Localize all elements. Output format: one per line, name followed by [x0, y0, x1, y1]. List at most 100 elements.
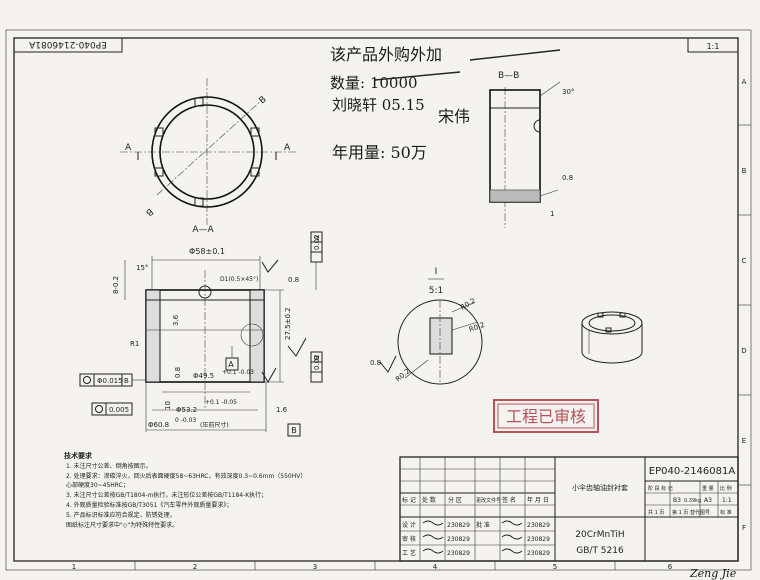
- sheet-info: 替代图号: [690, 509, 710, 516]
- handwritten-line-4: 宋伟: [438, 107, 470, 126]
- note-item: 1. 未注尺寸公差、倒角按图示。: [66, 462, 152, 470]
- isometric-view: [581, 311, 643, 364]
- bb-view: [489, 81, 561, 228]
- drawing-number: EP040-2146081A: [649, 466, 736, 477]
- tb-col-header: 处 数: [422, 496, 436, 504]
- bottom-signature: Zeng Jie: [689, 567, 737, 580]
- stage-header: 重 量: [702, 485, 714, 492]
- dim-ra08-top: 0.8: [288, 276, 299, 284]
- bb-dim-30: 30°: [562, 88, 574, 96]
- dim-d60: Φ60.8: [148, 421, 169, 429]
- technical-notes: 技术要求 1. 未注尺寸公差、倒角按图示。 2. 处理要求：渗碳淬火，回火后表面…: [64, 451, 306, 529]
- note-item: 2. 处理要求：渗碳淬火，回火后表面硬度58~63HRC，有效深度0.3~0.6…: [66, 472, 306, 480]
- tb-row-label: 批 准: [476, 521, 490, 529]
- fcf2-value: 0.005: [109, 406, 129, 414]
- section-label: A—A: [192, 225, 214, 235]
- stage-header: 阶 段 标 记: [648, 485, 673, 492]
- dim-ra08-left: 0.8: [174, 367, 182, 378]
- note-item: 5. 产品标识标准应符合规定，防锈处理，: [66, 511, 176, 519]
- tb-col-header: 标 记: [402, 496, 416, 504]
- tb-col-header: 分 区: [448, 496, 462, 504]
- stage-value: A3: [704, 497, 712, 504]
- fcf1-ref: B: [124, 377, 129, 385]
- tb-col-header: 年 月 日: [527, 496, 549, 504]
- approval-stamp: [493, 399, 599, 433]
- stage-value: 1:1: [722, 497, 732, 504]
- dim-h27: 27.5±0.2: [284, 307, 292, 340]
- dim-d53-tol: +0.1 -0.05: [205, 399, 237, 406]
- zone-label: 1: [72, 563, 76, 571]
- fcf-mid-ref: B: [313, 355, 321, 360]
- zone-label-right: E: [742, 437, 746, 445]
- outer-frame: [5, 29, 752, 571]
- signature-scribble: [501, 534, 523, 540]
- zone-label-right: C: [742, 257, 747, 265]
- sheet-info: 共 1 页: [648, 509, 664, 516]
- dim-r1: R1: [130, 340, 139, 348]
- dim-d1: D1(0.5×45°): [220, 276, 258, 283]
- sheet-info: 标 准: [720, 509, 732, 516]
- drawing-number-top: EP040-2146081A: [28, 39, 107, 49]
- fcf-top: [310, 231, 323, 290]
- zone-label-right: B: [742, 167, 747, 175]
- note-item: 图纸标注尺寸要求中"◇"为特殊特性要求。: [66, 521, 178, 529]
- detail-scale: 5:1: [429, 286, 443, 296]
- handwritten-line-5: 年用量: 50万: [332, 143, 427, 162]
- dim-3-6: 3.6: [172, 314, 180, 326]
- zone-label: 2: [193, 563, 197, 571]
- fcf-top-ref: A: [313, 235, 321, 240]
- cut-a-right: A: [284, 143, 291, 153]
- stamp-text: 工程已审核: [506, 407, 586, 426]
- signature-scribble: [422, 534, 444, 540]
- zone-label-right: D: [741, 347, 746, 355]
- tb-date: 230829: [527, 550, 550, 557]
- top-view-ring: [120, 78, 296, 225]
- datum-b: B: [291, 426, 297, 435]
- tb-date: 230829: [447, 536, 470, 543]
- bb-dim-1: 1: [550, 210, 554, 218]
- tb-row-label: 工 艺: [402, 549, 416, 557]
- tb-col-header: 更改文件号: [476, 497, 501, 504]
- bb-dim-ra08: 0.8: [562, 174, 573, 182]
- tb-date: 230829: [447, 550, 470, 557]
- detail-r02-a: R0.2: [459, 297, 477, 312]
- signature-scribble: [422, 520, 444, 526]
- strike-line-2: [469, 49, 561, 61]
- fcf1-value: Φ0.015: [97, 377, 123, 385]
- note-item: 3. 未注尺寸公差按GB/T1804-m执行，未注形位公差按GB/T1184-K…: [66, 491, 267, 499]
- fcf-row-1: [79, 373, 146, 387]
- tb-row-label: 审 核: [402, 535, 416, 543]
- dim-ra16: 1.6: [276, 406, 288, 414]
- fcf-row-2: [91, 402, 133, 416]
- tb-date: 230829: [447, 522, 470, 529]
- note-item: 4. 外观质量检验标准按GB/T3051《汽车零件外观质量要求》；: [66, 501, 232, 509]
- cut-b-top: B: [258, 95, 269, 107]
- dim-ang-15: 15°: [136, 264, 148, 272]
- detail-label: I: [435, 267, 438, 277]
- dim-d53: Φ53.2: [176, 406, 197, 414]
- dim-d49-tol: +0.1 -0.03: [222, 369, 254, 376]
- section-view: [124, 256, 307, 432]
- fcf-mid: [310, 351, 323, 383]
- zone-label: 5: [553, 563, 557, 571]
- zone-markers-bottom: [14, 560, 738, 570]
- scale-box-top: [687, 37, 739, 53]
- handwritten-line-1: 该产品外购外加: [330, 45, 442, 64]
- fcf-mid-value: 0.02: [313, 354, 321, 370]
- tb-row-label: 设 计: [402, 521, 416, 529]
- detail-r02-b: R0.2: [468, 321, 486, 334]
- tb-date: 230829: [527, 536, 550, 543]
- zone-label-right: F: [742, 524, 746, 532]
- tb-date: 230829: [527, 522, 550, 529]
- cut-a-left: A: [125, 143, 132, 153]
- part-name: 小伞齿轴油封衬套: [572, 483, 628, 492]
- zone-label: 4: [433, 563, 438, 571]
- detail-ra08: 0.8: [370, 359, 381, 367]
- dim-d60-tol: 0 -0.03: [175, 417, 196, 424]
- signature-scribble: [501, 548, 523, 554]
- zone-label: 3: [313, 563, 317, 571]
- zone-label-right: A: [742, 78, 747, 86]
- material: 20CrMnTiH: [575, 530, 624, 540]
- fcf-top-value: 0.02: [313, 234, 321, 250]
